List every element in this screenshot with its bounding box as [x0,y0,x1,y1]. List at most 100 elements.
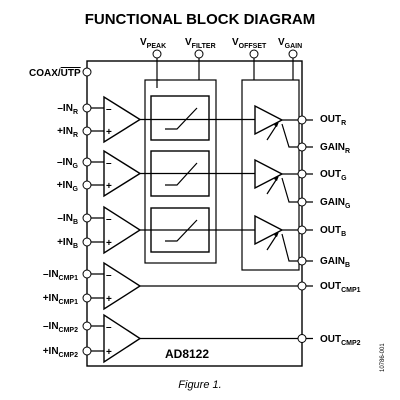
pin-sub: GAIN [285,43,303,50]
pin-main: OUT [320,334,341,345]
pin-main: –IN [43,269,59,280]
svg-text:+ING: +ING [57,180,79,193]
right-pin-gain-b: GAINB [297,256,350,269]
input-amplifier-b: – + [103,205,142,255]
pin-sub: G [341,175,347,182]
pin-main: OUT [320,114,341,125]
input-amplifier-r: – + [103,95,142,144]
top-pin-vgain: VGAIN [278,37,302,80]
svg-text:+INR: +INR [57,126,78,139]
amp-minus-sign: – [106,104,112,115]
output-amplifier-g [254,158,284,195]
left-pin-plus-in-cmp1: +INCMP1 [43,293,104,306]
input-amplifier-g: – + [103,149,142,198]
pin-main: –IN [57,213,73,224]
amp-minus-sign: – [106,214,112,225]
pin-main: –IN [57,103,73,114]
svg-text:VPEAK: VPEAK [140,37,166,50]
right-pin-out-cmp1: OUTCMP1 [297,281,361,294]
amp-plus-sign: + [106,347,112,358]
pin-sub: G [73,186,79,193]
left-pin-minus-in-b: –INB [57,213,104,226]
output-amplifier-b [254,214,284,251]
pin-main: V [278,37,285,48]
pin-sub: B [345,262,350,269]
svg-text:OUTG: OUTG [320,169,347,182]
output-amplifier-r [254,104,284,141]
pin-sub: FILTER [192,43,216,50]
pin-sub: R [73,132,78,139]
pin-sub: G [345,203,351,210]
equalizer-section [144,79,217,264]
pin-main: –IN [43,321,59,332]
left-pin-minus-in-cmp2: –INCMP2 [43,321,104,334]
svg-text:+INCMP1: +INCMP1 [43,293,78,306]
amp-minus-sign: – [106,322,112,333]
diagram-title: FUNCTIONAL BLOCK DIAGRAM [85,11,316,28]
svg-text:OUTCMP1: OUTCMP1 [320,281,361,294]
right-pin-gain-g: GAING [297,197,351,210]
pin-main: COAX/ [29,68,61,79]
svg-text:OUTCMP2: OUTCMP2 [320,334,361,347]
top-pin-vfilter: VFILTER [185,37,216,80]
svg-text:+INB: +INB [57,237,78,250]
left-pin-plus-in-cmp2: +INCMP2 [43,346,104,359]
svg-text:–ING: –ING [57,157,79,170]
svg-text:–INB: –INB [57,213,78,226]
pin-main: V [140,37,147,48]
amp-plus-sign: + [106,294,112,305]
pin-main: GAIN [320,256,345,267]
pin-main: GAIN [320,197,345,208]
svg-text:VOFFSET: VOFFSET [232,37,267,50]
right-pin-out-b: OUTB [297,225,346,238]
pin-main: –IN [57,157,73,168]
right-pin-gain-r: GAINR [297,142,350,155]
left-pin-minus-in-cmp1: –INCMP1 [43,269,104,282]
pin-main: +IN [43,293,59,304]
svg-text:–INCMP1: –INCMP1 [43,269,78,282]
pin-sub: CMP1 [59,275,79,282]
right-pin-out-cmp2: OUTCMP2 [297,334,361,347]
left-pin-minus-in-r: –INR [57,103,104,116]
svg-text:–INR: –INR [57,103,78,116]
pin-sub: R [73,109,78,116]
amp-plus-sign: + [106,127,112,138]
pin-sub: PEAK [147,43,166,50]
svg-text:+INCMP2: +INCMP2 [43,346,78,359]
chip-name: AD8122 [165,347,209,361]
part-code: 10786-001 [380,343,386,372]
svg-text:VGAIN: VGAIN [278,37,302,50]
pin-sub: R [345,148,350,155]
pin-main: OUT [320,225,341,236]
top-pin-voffset: VOFFSET [232,37,267,80]
comparator-amplifier-2: – + [103,313,142,364]
pin-sub: B [73,219,78,226]
svg-text:OUTR: OUTR [320,114,346,127]
pin-main: OUT [320,281,341,292]
amp-plus-sign: + [106,181,112,192]
pin-sub: G [73,163,79,170]
svg-text:–INCMP2: –INCMP2 [43,321,78,334]
comparator-amplifier-1: – + [103,261,142,311]
pin-sub: CMP2 [59,327,79,334]
pin-sub: CMP1 [59,299,79,306]
svg-text:GAINR: GAINR [320,142,350,155]
left-pin-plus-in-r: +INR [57,126,104,139]
left-pin-minus-in-g: –ING [57,157,104,170]
left-pin-plus-in-g: +ING [57,180,104,193]
pin-overbar: UTP [61,68,81,79]
pin-sub: R [341,120,346,127]
left-pin-plus-in-b: +INB [57,237,104,250]
pin-sub: CMP2 [341,340,361,347]
svg-text:COAX/UTP: COAX/UTP [29,68,81,79]
pin-main: +IN [57,126,73,137]
pin-main: OUT [320,169,341,180]
pin-main: V [185,37,192,48]
pin-sub: CMP1 [341,287,361,294]
pin-main: +IN [43,346,59,357]
right-pin-out-r: OUTR [297,114,346,127]
amp-minus-sign: – [106,158,112,169]
pin-main: +IN [57,237,73,248]
svg-text:GAINB: GAINB [320,256,350,269]
